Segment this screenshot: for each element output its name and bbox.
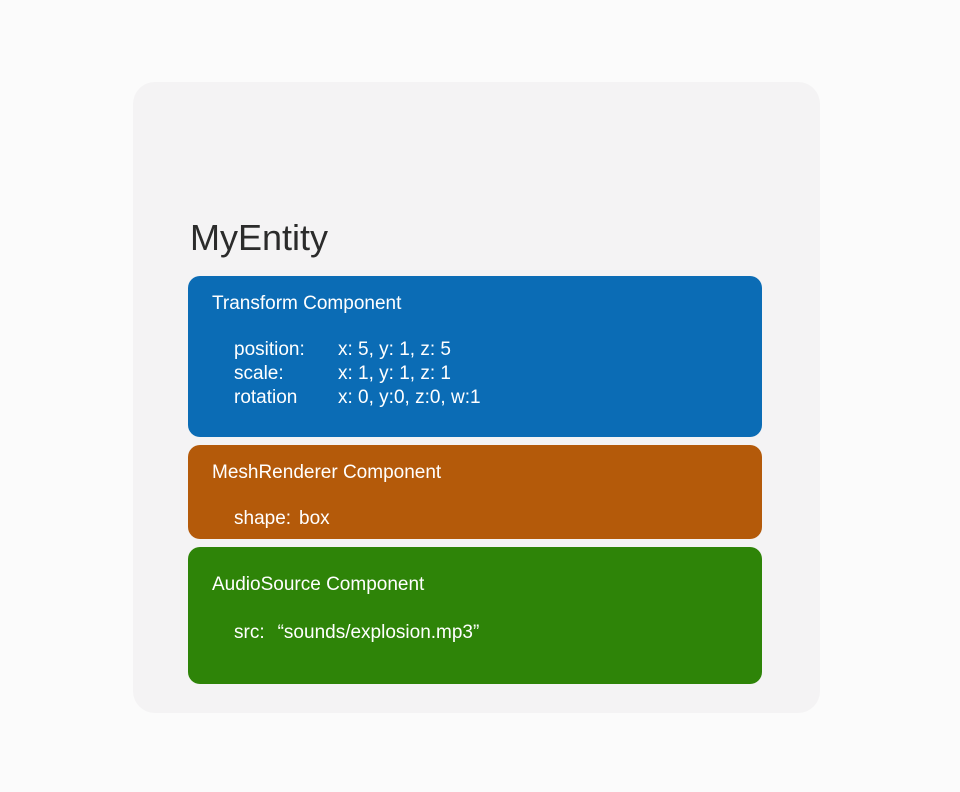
- entity-title: MyEntity: [190, 217, 329, 258]
- property-value: “sounds/explosion.mp3”: [277, 622, 480, 643]
- entity-card: MyEntity id :1023 Transform Component po…: [133, 82, 820, 713]
- property-row: rotation x: 0, y:0, z:0, w:1: [234, 386, 738, 410]
- property-label: position:: [234, 339, 305, 360]
- component-title: Transform Component: [212, 293, 402, 314]
- property-label: src:: [234, 622, 265, 643]
- component-title: AudioSource Component: [212, 574, 425, 595]
- transform-component-box: Transform Component position: x: 5, y: 1…: [188, 276, 762, 437]
- property-label: shape:: [234, 508, 292, 529]
- property-row: src: “sounds/explosion.mp3”: [234, 621, 738, 645]
- meshrenderer-component-box: MeshRenderer Component shape: box: [188, 445, 762, 539]
- property-value: x: 0, y:0, z:0, w:1: [338, 387, 481, 408]
- property-row: scale: x: 1, y: 1, z: 1: [234, 362, 738, 386]
- property-rows: shape: box: [234, 507, 738, 531]
- component-title: MeshRenderer Component: [212, 462, 442, 483]
- audiosource-component-box: AudioSource Component src: “sounds/explo…: [188, 547, 762, 684]
- property-value: x: 5, y: 1, z: 5: [338, 339, 451, 360]
- property-label: rotation: [234, 387, 298, 408]
- property-value: x: 1, y: 1, z: 1: [338, 363, 451, 384]
- property-row: shape: box: [234, 507, 738, 531]
- property-rows: position: x: 5, y: 1, z: 5 scale: x: 1, …: [234, 338, 738, 410]
- component-list: Transform Component position: x: 5, y: 1…: [188, 276, 762, 692]
- property-value: box: [299, 508, 330, 529]
- property-rows: src: “sounds/explosion.mp3”: [234, 621, 738, 645]
- property-label: scale:: [234, 363, 284, 384]
- property-row: position: x: 5, y: 1, z: 5: [234, 338, 738, 362]
